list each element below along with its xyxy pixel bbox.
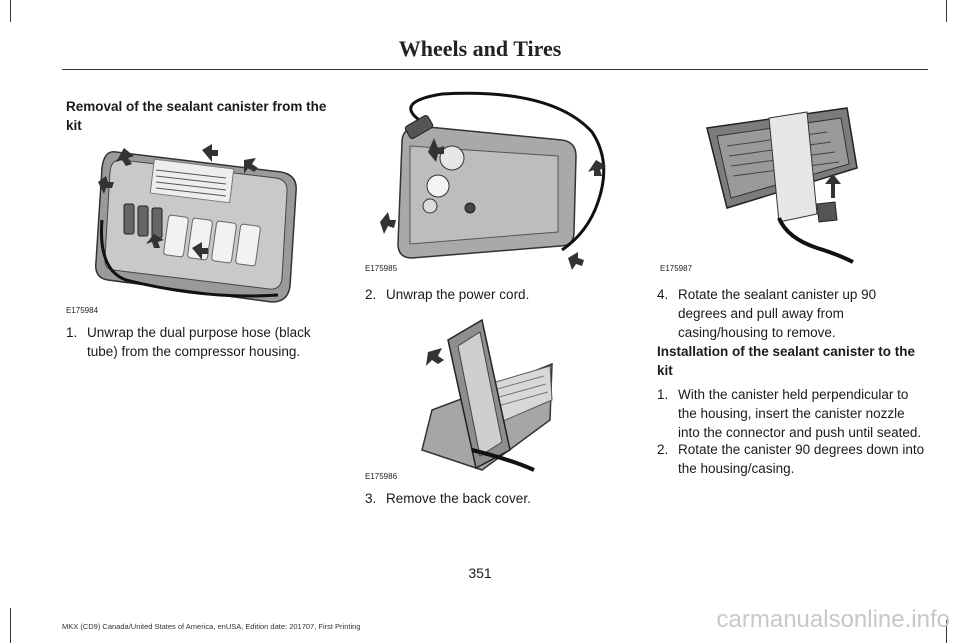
step-4-rotate-canister: 4. Rotate the sealant canister up 90 deg… bbox=[657, 285, 925, 342]
figure-open-kit bbox=[66, 130, 331, 320]
figure-back-cover bbox=[362, 300, 627, 485]
step-3-remove-cover: 3. Remove the back cover. bbox=[365, 489, 630, 508]
install-step-2: 2. Rotate the canister 90 degrees down i… bbox=[657, 440, 929, 478]
watermark: carmanualsonline.info bbox=[716, 606, 950, 633]
crop-mark-top-right bbox=[946, 0, 947, 22]
installation-heading: Installation of the sealant canister to … bbox=[657, 344, 916, 378]
step-number: 1. bbox=[66, 325, 78, 340]
step-number: 2. bbox=[657, 442, 669, 457]
crop-mark-bottom-left bbox=[10, 608, 11, 643]
step-number: 4. bbox=[657, 287, 669, 302]
step-number: 3. bbox=[365, 491, 377, 506]
crop-mark-top-left bbox=[10, 0, 11, 22]
figure-power-cord bbox=[362, 82, 627, 272]
step-text: Unwrap the dual purpose hose (black tube… bbox=[87, 325, 311, 359]
figure-code-e175985: E175985 bbox=[365, 264, 398, 273]
page-title: Wheels and Tires bbox=[398, 36, 562, 61]
step-number: 1. bbox=[657, 387, 669, 402]
direction-arrows bbox=[825, 174, 841, 198]
figure-code-e175984: E175984 bbox=[66, 306, 99, 315]
step-2-unwrap-cord: 2. Unwrap the power cord. bbox=[365, 285, 630, 304]
figure-code-e175986: E175986 bbox=[365, 472, 398, 481]
removal-heading: Removal of the sealant canister from the… bbox=[66, 99, 327, 133]
step-1-unwrap-hose: 1. Unwrap the dual purpose hose (black t… bbox=[66, 323, 338, 361]
crop-mark-bottom-right bbox=[946, 620, 947, 643]
step-text: Remove the back cover. bbox=[386, 491, 531, 506]
step-number: 2. bbox=[365, 287, 377, 302]
step-text: Unwrap the power cord. bbox=[386, 287, 530, 302]
figure-sealant-canister bbox=[657, 88, 922, 273]
compressor-illustration bbox=[397, 91, 606, 259]
direction-arrows bbox=[98, 144, 258, 260]
figure-code-e175987: E175987 bbox=[660, 264, 693, 273]
title-rule bbox=[62, 69, 928, 70]
step-text: Rotate the canister 90 degrees down into… bbox=[678, 442, 925, 476]
install-step-1: 1. With the canister held perpendicular … bbox=[657, 385, 929, 442]
direction-arrows bbox=[426, 348, 444, 366]
direction-arrows bbox=[380, 138, 606, 270]
page-number: 351 bbox=[468, 565, 492, 581]
back-cover-illustration bbox=[421, 318, 553, 472]
step-text: With the canister held perpendicular to … bbox=[678, 387, 922, 440]
compressor-housing-illustration bbox=[95, 151, 297, 303]
step-text: Rotate the sealant canister up 90 degree… bbox=[678, 287, 877, 340]
sealant-canister-illustration bbox=[706, 107, 858, 264]
edition-footer: MKX (CD9) Canada/United States of Americ… bbox=[62, 622, 361, 631]
